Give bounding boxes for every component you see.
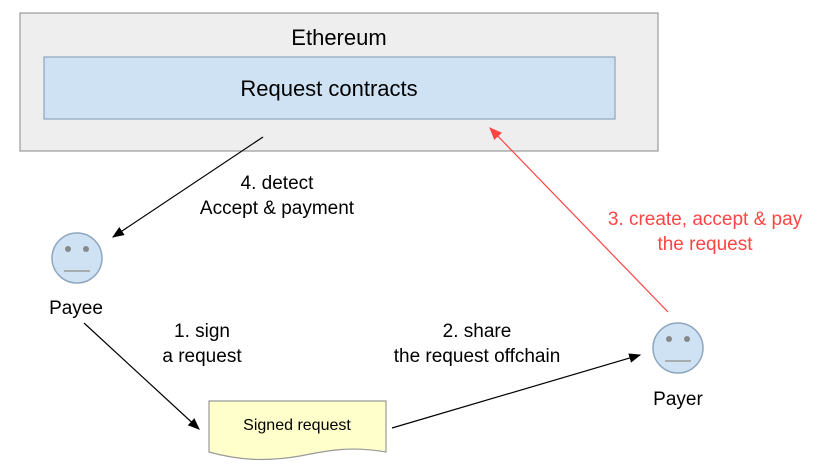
step-1-line-1: 1. sign [174,321,230,342]
payer-right-eye [684,336,690,342]
payee-face [51,232,103,284]
step-4-line-1: 4. detect [241,173,315,194]
sign-arrow [83,322,200,430]
request-contracts-box: Request contracts [43,56,616,120]
payee-right-eye [83,246,89,252]
ethereum-title: Ethereum [291,25,386,50]
payee-left-eye [65,246,71,252]
share-arrow [391,353,642,429]
payee-avatar-icon [51,232,103,284]
request-contracts-label: Request contracts [240,76,417,101]
step-1-label: 1. sign a request [162,321,242,367]
step-2-line-2: the request offchain [394,346,561,367]
document-shape [208,400,387,461]
step-3-label: 3. create, accept & pay the request [608,209,803,255]
step-4-line-2: Accept & payment [200,198,355,219]
step-2-line-1: 2. share [443,321,512,342]
signed-request-label: Signed request [243,417,351,434]
payer-avatar-icon [652,322,704,374]
signed-request-document-icon: Signed request [208,400,387,461]
detect-arrow [112,136,264,238]
step-3-line-1: 3. create, accept & pay [608,209,803,230]
payer-left-eye [666,336,672,342]
payer-label: Payer [653,389,703,410]
create-accept-pay-arrow [489,127,669,313]
step-2-label: 2. share the request offchain [394,321,561,367]
step-4-label: 4. detect Accept & payment [200,173,355,219]
payee-label: Payee [49,298,103,319]
step-3-line-2: the request [657,234,753,255]
payer-face [652,322,704,374]
request-contracts-border [43,56,616,120]
step-1-line-2: a request [162,346,242,367]
